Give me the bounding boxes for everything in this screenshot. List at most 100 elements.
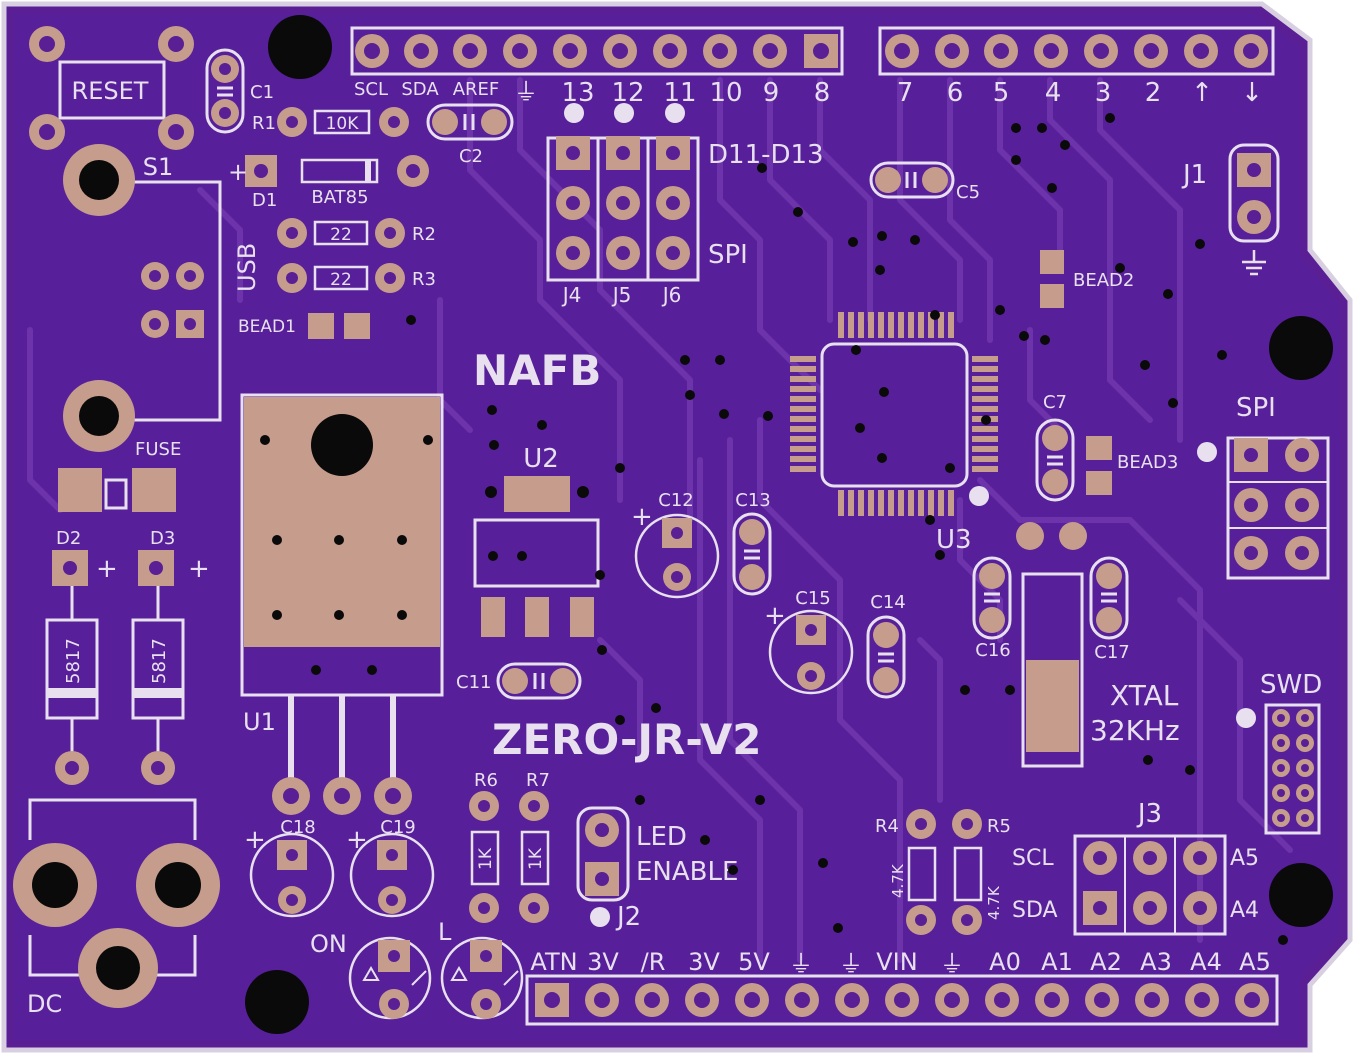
c16-label: C16 bbox=[975, 640, 1010, 661]
pin-label-6: 6 bbox=[947, 78, 964, 108]
header-pin-hole bbox=[1244, 992, 1260, 1008]
mounting-holes bbox=[245, 15, 1333, 1034]
c11-capacitor: C11 bbox=[456, 662, 582, 700]
mcu-pin bbox=[878, 312, 884, 338]
r6-resistor: R6 1K bbox=[469, 770, 500, 923]
on-label: ON bbox=[310, 930, 347, 958]
mcu-pin bbox=[848, 312, 854, 338]
j6-label: J6 bbox=[661, 283, 682, 307]
via bbox=[848, 237, 858, 247]
mcu-pin bbox=[790, 366, 816, 372]
j2-led-enable-jumper: LED ENABLE J2 bbox=[576, 806, 738, 932]
c18-label: C18 bbox=[280, 817, 315, 838]
mcu-pin bbox=[790, 436, 816, 442]
top-header-left-labels: SCL SDA AREF ⏚ 13 12 11 10 9 8 bbox=[354, 78, 830, 108]
mcu-pin bbox=[790, 396, 816, 402]
mcu-pin bbox=[972, 386, 998, 392]
r1-label: R1 bbox=[252, 113, 276, 134]
j3-sda-label: SDA bbox=[1012, 898, 1058, 923]
mcu-pin bbox=[858, 490, 864, 516]
swd-pin-hole bbox=[1277, 764, 1285, 772]
d1-value: BAT85 bbox=[311, 187, 368, 208]
swd-pin-hole bbox=[1301, 814, 1309, 822]
via bbox=[1040, 335, 1050, 345]
via bbox=[763, 411, 773, 421]
bead1: BEAD1 bbox=[238, 313, 370, 339]
c7-capacitor: C7 bbox=[1035, 392, 1075, 502]
mcu-pin bbox=[972, 356, 998, 362]
via bbox=[406, 315, 416, 325]
j2-label: J2 bbox=[615, 902, 641, 932]
via bbox=[651, 703, 661, 713]
via bbox=[833, 923, 843, 933]
via bbox=[1217, 350, 1227, 360]
j3-i2c-header: J3 SCL SDA A5 A4 bbox=[1012, 799, 1259, 936]
j4-label: J4 bbox=[561, 283, 582, 307]
via bbox=[877, 453, 887, 463]
pin-label-9: 9 bbox=[763, 78, 780, 108]
mcu-pin bbox=[868, 312, 874, 338]
r5-resistor: R5 4.7K bbox=[952, 809, 1011, 935]
r6-value: 1K bbox=[476, 847, 496, 870]
swd-pin-hole bbox=[1301, 764, 1309, 772]
bottom-header bbox=[525, 974, 1279, 1026]
via bbox=[1005, 685, 1015, 695]
via bbox=[875, 265, 885, 275]
r6-label: R6 bbox=[474, 770, 498, 791]
c17-label: C17 bbox=[1094, 642, 1129, 663]
via bbox=[715, 355, 725, 365]
enable-label: ENABLE bbox=[636, 857, 738, 887]
via bbox=[755, 795, 765, 805]
pin-label-rx: ↑ bbox=[1191, 78, 1213, 108]
c2-capacitor: C2 bbox=[426, 103, 514, 167]
mcu-pin bbox=[938, 490, 944, 516]
c16-capacitor: C16 bbox=[972, 556, 1012, 661]
header-pin-hole bbox=[894, 992, 910, 1008]
j3-label: J3 bbox=[1136, 799, 1162, 829]
c14-capacitor: C14 bbox=[866, 592, 906, 699]
r1-resistor: R1 10K bbox=[252, 107, 409, 137]
r4-label: R4 bbox=[875, 816, 899, 837]
via bbox=[879, 387, 889, 397]
via bbox=[910, 235, 920, 245]
pin-label-vin: VIN bbox=[876, 948, 917, 976]
header-pin-hole bbox=[844, 992, 860, 1008]
top-header-left bbox=[350, 26, 844, 76]
d3-value: 5817 bbox=[149, 638, 170, 684]
via bbox=[1143, 755, 1153, 765]
s1-label: S1 bbox=[143, 153, 174, 181]
top-header-right-labels: 7 6 5 4 3 2 ↑ ↓ bbox=[897, 78, 1263, 108]
c18-plus: + bbox=[244, 825, 266, 855]
mcu-pin bbox=[972, 396, 998, 402]
c17-capacitor: C17 bbox=[1089, 556, 1130, 663]
pin-label-gnd-b: ⏚ bbox=[839, 950, 863, 978]
swd-pin-hole bbox=[1277, 714, 1285, 722]
r7-resistor: R7 1K bbox=[519, 770, 550, 923]
via bbox=[1163, 289, 1173, 299]
mcu-pin bbox=[790, 376, 816, 382]
via bbox=[945, 463, 955, 473]
d1-diode: + D1 BAT85 bbox=[228, 155, 429, 211]
mcu-pin bbox=[948, 312, 954, 338]
via bbox=[981, 415, 991, 425]
via bbox=[1037, 123, 1047, 133]
j3-a4-label: A4 bbox=[1230, 898, 1259, 923]
bead3-label: BEAD3 bbox=[1117, 452, 1178, 473]
d1-plus: + bbox=[228, 158, 248, 186]
via bbox=[818, 858, 828, 868]
mcu-pin bbox=[790, 416, 816, 422]
via bbox=[685, 390, 695, 400]
r3-value: 22 bbox=[330, 270, 352, 290]
mcu-pin bbox=[888, 312, 894, 338]
swd-pin-hole bbox=[1301, 714, 1309, 722]
mcu-pin bbox=[888, 490, 894, 516]
pin-label-reset: /R bbox=[641, 948, 666, 976]
mcu-pin bbox=[868, 490, 874, 516]
mcu-pin bbox=[972, 376, 998, 382]
fuse: FUSE bbox=[58, 439, 181, 512]
via bbox=[1140, 360, 1150, 370]
via bbox=[995, 305, 1005, 315]
via bbox=[719, 409, 729, 419]
d2-label: D2 bbox=[56, 528, 81, 549]
via bbox=[960, 685, 970, 695]
